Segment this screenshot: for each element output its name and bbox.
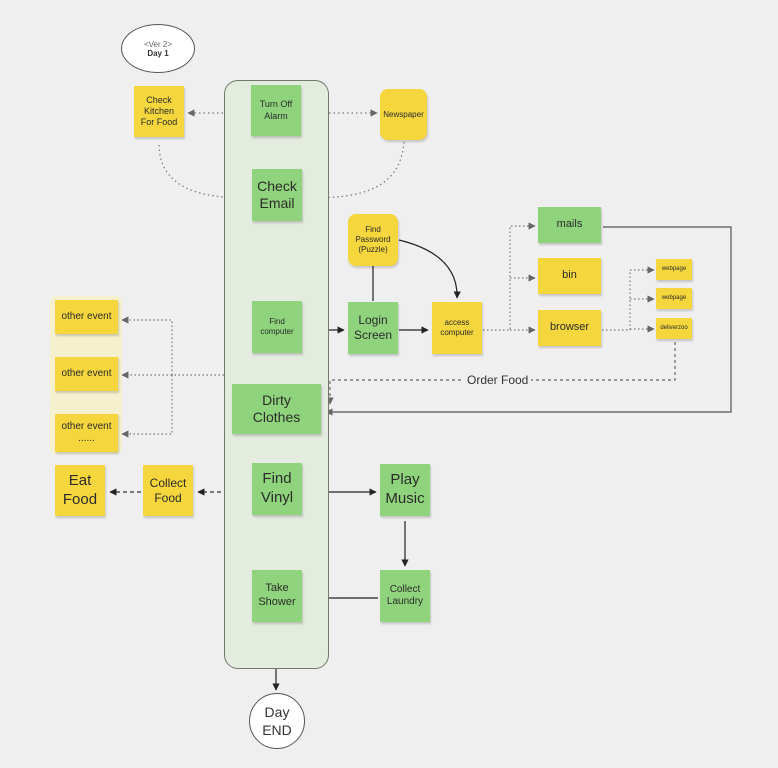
- note-check-email[interactable]: Check Email: [252, 169, 302, 221]
- version-label: <Ver 2>: [143, 39, 173, 49]
- edge-kitchen-to-email: [158, 144, 250, 202]
- start-node[interactable]: <Ver 2> Day 1: [121, 24, 195, 73]
- note-other-event-1[interactable]: other event: [55, 300, 118, 334]
- edge-access-to-mails: [483, 222, 536, 331]
- note-mails[interactable]: mails: [538, 207, 601, 243]
- end-label: Day END: [262, 703, 292, 738]
- edge-mails-to-dirty-clothes: [325, 226, 732, 416]
- note-dirty-clothes[interactable]: Dirty Clothes: [232, 384, 321, 434]
- note-collect-laundry[interactable]: Collect Laundry: [380, 570, 430, 622]
- note-other-event-3[interactable]: other event ......: [55, 414, 118, 452]
- note-turn-off-alarm[interactable]: Turn Off Alarm: [251, 85, 301, 136]
- edge-lane-to-other-event-3: [121, 375, 173, 438]
- edge-lane-to-other-event-1: [121, 316, 224, 376]
- note-play-music[interactable]: Play Music: [380, 464, 430, 516]
- note-webpage-1[interactable]: webpage: [656, 259, 692, 280]
- note-find-computer[interactable]: Find computer: [252, 301, 302, 353]
- note-take-shower[interactable]: Take Shower: [252, 570, 302, 622]
- note-access-computer[interactable]: access computer: [432, 302, 482, 354]
- note-find-vinyl[interactable]: Find Vinyl: [252, 463, 302, 515]
- edge-browser-to-webpage-1: [602, 266, 655, 331]
- end-node[interactable]: Day END: [249, 693, 305, 749]
- note-other-event-2[interactable]: other event: [55, 357, 118, 391]
- note-newspaper[interactable]: Newspaper: [380, 89, 427, 140]
- edge-password-to-access: [398, 239, 461, 299]
- note-eat-food[interactable]: Eat Food: [55, 465, 105, 516]
- note-bin[interactable]: bin: [538, 258, 601, 294]
- note-check-kitchen[interactable]: Check Kitchen For Food: [134, 86, 184, 137]
- edge-label-order-food: Order Food: [464, 373, 532, 387]
- start-label: Day 1: [147, 48, 169, 58]
- note-collect-food[interactable]: Collect Food: [143, 465, 193, 516]
- note-deliverzoo[interactable]: deliverzoo: [656, 318, 692, 339]
- note-find-password[interactable]: Find Password (Puzzle): [348, 214, 398, 266]
- note-login-screen[interactable]: Login Screen: [348, 302, 398, 354]
- note-browser[interactable]: browser: [538, 310, 601, 346]
- note-webpage-2[interactable]: webpage: [656, 288, 692, 309]
